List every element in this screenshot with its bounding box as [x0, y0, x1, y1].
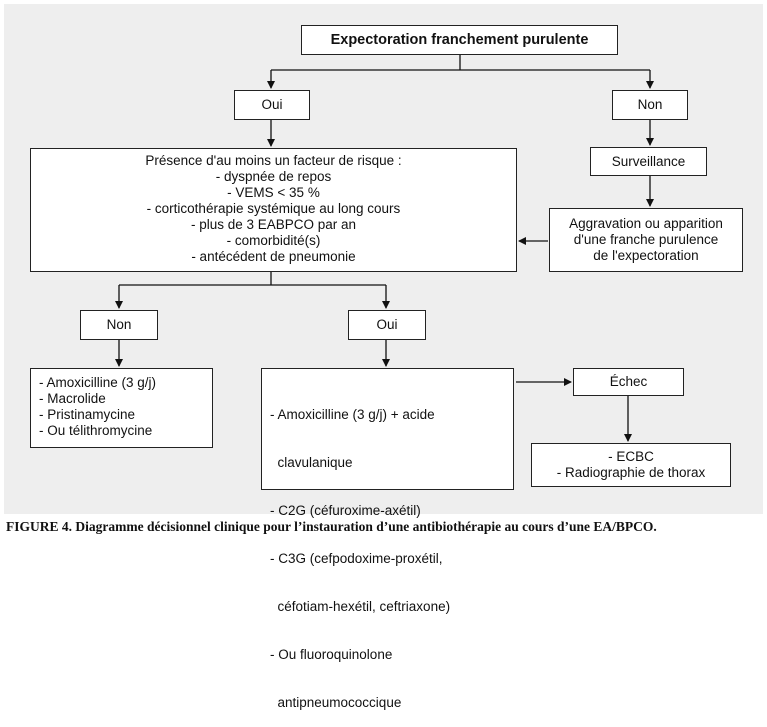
after-echec-box: - ECBC - Radiographie de thorax	[531, 443, 731, 487]
aggravation-box: Aggravation ou apparition d'une franche …	[549, 208, 743, 272]
complex-treatment-line: - C2G (céfuroxime-axétil)	[270, 503, 421, 518]
aggravation-line: de l'expectoration	[593, 248, 699, 263]
aggravation-line: d'une franche purulence	[573, 232, 719, 247]
non-mid-box: Non	[80, 310, 158, 340]
risk-line: - comorbidité(s)	[226, 233, 321, 248]
non-top-box: Non	[612, 90, 688, 120]
aggravation-line: Aggravation ou apparition	[569, 216, 723, 231]
echec-box: Échec	[573, 368, 684, 396]
surveillance-label: Surveillance	[611, 153, 686, 169]
non-mid-label: Non	[106, 317, 132, 332]
complex-treatment-line: céfotiam-hexétil, ceftriaxone)	[270, 599, 451, 614]
risk-line: - corticothérapie systémique au long cou…	[146, 201, 401, 216]
risk-line: - plus de 3 EABPCO par an	[190, 217, 357, 232]
connector-lines	[115, 55, 654, 442]
simple-treatment-box: - Amoxicilline (3 g/j) - Macrolide - Pri…	[30, 368, 213, 448]
figure-caption: FIGURE 4. Diagramme décisionnel clinique…	[6, 519, 657, 534]
simple-treatment-line: - Macrolide	[39, 391, 106, 406]
risk-line: - dyspnée de repos	[215, 169, 332, 184]
after-echec-line: - Radiographie de thorax	[556, 465, 706, 480]
complex-treatment-line: clavulanique	[270, 455, 353, 470]
complex-treatment-line: - C3G (cefpodoxime-proxétil,	[270, 551, 443, 566]
simple-treatment-line: - Pristinamycine	[39, 407, 136, 422]
complex-treatment-box: - Amoxicilline (3 g/j) + acide clavulani…	[261, 368, 514, 710]
complex-treatment-line: antipneumococcique	[270, 695, 402, 710]
risk-factors-box: Présence d'au moins un facteur de risque…	[30, 148, 517, 272]
oui-mid-label: Oui	[376, 317, 398, 332]
after-echec-line: - ECBC	[608, 449, 654, 464]
simple-treatment-line: - Amoxicilline (3 g/j)	[39, 375, 157, 390]
risk-line: Présence d'au moins un facteur de risque…	[145, 153, 402, 168]
expectoration-box: Expectoration franchement purulente	[301, 25, 618, 55]
complex-treatment-line: - Ou fluoroquinolone	[270, 647, 393, 662]
complex-treatment-line: - Amoxicilline (3 g/j) + acide	[270, 407, 435, 422]
echec-label: Échec	[609, 374, 648, 389]
risk-line: - VEMS < 35 %	[227, 185, 320, 200]
expectoration-label: Expectoration franchement purulente	[330, 32, 589, 48]
simple-treatment-line: - Ou télithromycine	[39, 423, 153, 438]
oui-top-box: Oui	[234, 90, 310, 120]
non-top-label: Non	[637, 97, 663, 112]
oui-mid-box: Oui	[348, 310, 426, 340]
oui-top-label: Oui	[261, 97, 283, 112]
risk-line: - antécédent de pneumonie	[191, 249, 356, 264]
surveillance-box: Surveillance	[590, 147, 707, 176]
